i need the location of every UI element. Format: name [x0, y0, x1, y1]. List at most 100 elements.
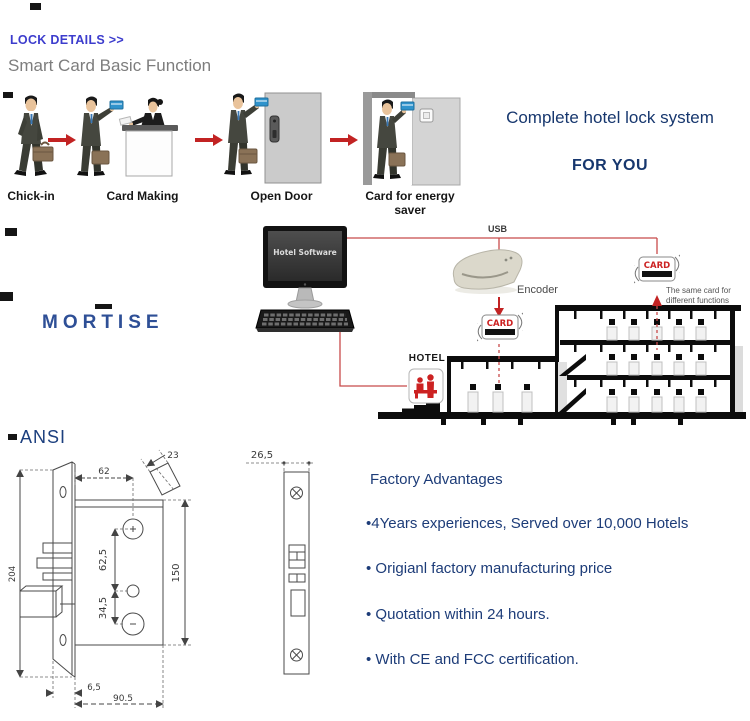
arrow-right-icon — [48, 134, 76, 146]
briefcase — [388, 152, 406, 167]
paper — [118, 116, 133, 126]
dim-hole-spacing-upper: 62,5 — [98, 549, 109, 571]
briefcase — [238, 148, 258, 164]
artifact-bar — [8, 434, 17, 440]
dim-top-width: 62 — [98, 467, 109, 477]
card-label: CARD — [644, 261, 670, 271]
lock-details-link[interactable]: LOCK DETAILS >> — [10, 33, 125, 47]
keycard-icon: CARD — [634, 254, 680, 284]
step-label-energy-saver: Card for energy saver — [365, 189, 455, 217]
desk-top — [122, 125, 178, 131]
hotel-building-diagram — [378, 305, 746, 425]
wall — [411, 97, 461, 186]
page-title: Smart Card Basic Function — [8, 56, 212, 75]
spindle-hole — [126, 584, 140, 598]
artifact-bar — [30, 3, 41, 10]
ground — [378, 412, 746, 419]
hotel-sign-label: HOTEL — [408, 353, 446, 364]
checkin-illustration — [14, 95, 54, 176]
wing-roof — [447, 356, 555, 362]
screw-hole — [290, 486, 303, 500]
head — [233, 97, 243, 109]
dim-height-right: 150 — [171, 563, 182, 582]
head — [25, 98, 37, 112]
artifact-bar — [5, 228, 17, 236]
hotel-computer: Hotel Software — [255, 226, 355, 332]
stairs — [559, 354, 586, 376]
advantage-item: •4Years experiences, Served over 10,000 … — [366, 515, 689, 532]
artifact-bar — [95, 304, 112, 309]
card-slot — [461, 271, 509, 279]
lock-body — [74, 499, 164, 646]
advantage-item: • Quotation within 24 hours. — [366, 606, 550, 623]
door-jamb — [363, 92, 372, 185]
section-title-ansi: ANSI — [20, 427, 67, 447]
arm — [96, 107, 113, 121]
door-handle — [272, 130, 277, 138]
reception-icon — [408, 368, 444, 404]
leg — [19, 144, 31, 172]
head — [382, 103, 392, 115]
open-door-illustration — [224, 92, 322, 184]
deadbolt — [19, 590, 57, 618]
card-note: The same card for different functions — [666, 286, 731, 305]
suit — [228, 110, 248, 143]
card-making-illustration — [77, 96, 178, 177]
faceplate-front — [283, 471, 310, 675]
promo-subline: FOR YOU — [571, 157, 649, 174]
software-label: Hotel Software — [273, 248, 336, 257]
floor-slab — [560, 340, 730, 345]
advantage-item: • With CE and FCC certification. — [366, 651, 579, 668]
energy-saver-illustration — [363, 92, 461, 186]
head — [86, 100, 96, 112]
encoder-body — [452, 249, 523, 290]
faceplate-side — [52, 461, 76, 678]
section-title-mortise: MORTISE — [42, 312, 164, 333]
suit — [81, 113, 101, 146]
advantage-item: • Origianl factory manufacturing price — [366, 560, 613, 577]
door-lock — [269, 115, 280, 143]
step-label-open-door: Open Door — [250, 189, 313, 203]
encoder-label: Encoder — [517, 284, 558, 296]
dim-faceplate-width: 26,5 — [251, 450, 273, 461]
entrance-steps — [378, 401, 440, 419]
promo-headline: Complete hotel lock system — [506, 108, 714, 127]
faceplate-front-drawing: 26,5 — [246, 450, 313, 675]
latch-opening — [288, 544, 306, 569]
dim-hole-spacing-lower: 34,5 — [98, 597, 109, 619]
arrow-right-icon — [330, 134, 358, 146]
step-label-checkin: Chick-in — [7, 189, 55, 203]
dim-height-left: 204 — [8, 566, 18, 582]
latch-bolt — [19, 542, 75, 618]
strike-piece: 23 — [140, 449, 181, 496]
card-label: CARD — [487, 319, 513, 329]
mortise-lock-drawing: 23 62 62,5 34,5 150 204 6,5 90.5 — [8, 449, 192, 708]
dim-total-width: 90.5 — [113, 694, 133, 704]
desk-front — [125, 130, 173, 177]
elevator-shaft — [558, 362, 567, 412]
receptionist-head — [148, 101, 158, 113]
step-label-card-making: Card Making — [106, 189, 179, 203]
deadbolt-opening — [290, 589, 306, 617]
briefcase — [91, 150, 110, 165]
key-card — [400, 101, 415, 111]
signal-waves-icon — [674, 256, 680, 272]
arm — [243, 104, 259, 118]
encoder-device — [452, 249, 523, 294]
main-roof — [555, 305, 741, 311]
advantages-title: Factory Advantages — [370, 471, 503, 488]
keycard-icon: CARD — [477, 312, 523, 342]
signal-waves-icon — [517, 314, 523, 330]
floor-slab — [560, 375, 730, 380]
suit — [377, 116, 397, 148]
briefcase — [32, 146, 54, 162]
key-card — [109, 100, 124, 110]
key-card — [254, 97, 269, 107]
dim-offset: 6,5 — [87, 683, 101, 693]
artifact-bar — [0, 292, 13, 301]
artifact-bar — [3, 92, 13, 98]
screen — [268, 231, 342, 281]
dim-angle: 23 — [167, 451, 178, 461]
arrow-right-icon — [195, 134, 223, 146]
